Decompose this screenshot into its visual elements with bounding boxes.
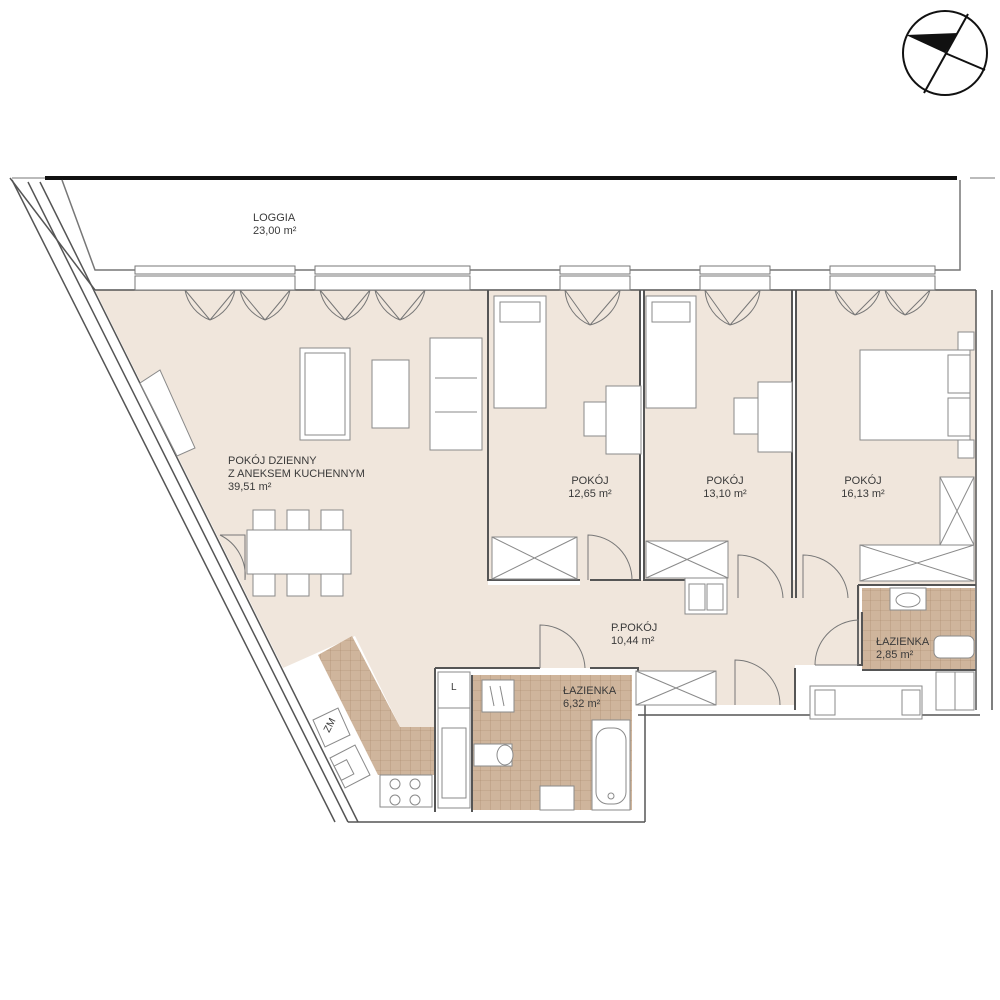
balcony-doors bbox=[184, 289, 931, 326]
loggia-area: 23,00 m² bbox=[253, 225, 297, 237]
kitchen-tiles bbox=[318, 636, 435, 775]
room3-area: 16,13 m² bbox=[841, 488, 885, 500]
living-furniture bbox=[139, 337, 483, 597]
room1-area: 12,65 m² bbox=[568, 488, 612, 500]
bathroom2-name: ŁAZIENKA bbox=[876, 636, 930, 648]
interior-doors bbox=[219, 534, 859, 706]
hall-furniture bbox=[635, 670, 923, 720]
kitchen-fixtures bbox=[312, 671, 471, 809]
room1-label: POKÓJ 12,65 m² bbox=[560, 475, 620, 501]
living-room-area: 39,51 m² bbox=[228, 481, 272, 493]
living-room-label: POKÓJ DZIENNY Z ANEKSEM KUCHENNYM 39,51 … bbox=[228, 455, 365, 494]
bathroom2-fixtures bbox=[889, 587, 975, 711]
room3-name: POKÓJ bbox=[844, 475, 882, 487]
bathroom2-area: 2,85 m² bbox=[876, 649, 914, 661]
bathroom1-label: ŁAZIENKA 6,32 m² bbox=[563, 685, 616, 711]
loggia-label: LOGGIA 23,00 m² bbox=[253, 212, 296, 238]
fridge-label: L bbox=[451, 682, 457, 693]
hall-label: P.POKÓJ 10,44 m² bbox=[611, 622, 657, 648]
windows bbox=[134, 265, 936, 291]
living-room-name-line2: Z ANEKSEM KUCHENNYM bbox=[228, 468, 365, 480]
hall-name: P.POKÓJ bbox=[611, 622, 658, 634]
loggia bbox=[12, 176, 995, 271]
room2-label: POKÓJ 13,10 m² bbox=[695, 475, 755, 501]
hall-area: 10,44 m² bbox=[611, 635, 655, 647]
room2-area: 13,10 m² bbox=[703, 488, 747, 500]
room1-furniture bbox=[491, 295, 642, 580]
compass-icon bbox=[902, 10, 988, 96]
room2-name: POKÓJ bbox=[706, 475, 744, 487]
room2-furniture bbox=[645, 295, 793, 615]
bathroom2-label: ŁAZIENKA 2,85 m² bbox=[876, 636, 929, 662]
bathroom1-name: ŁAZIENKA bbox=[563, 685, 617, 697]
room1-name: POKÓJ bbox=[571, 475, 609, 487]
bathroom1-fixtures bbox=[473, 679, 631, 811]
room3-label: POKÓJ 16,13 m² bbox=[833, 475, 893, 501]
room3-furniture bbox=[859, 331, 975, 582]
loggia-name: LOGGIA bbox=[253, 212, 296, 224]
bathroom1-area: 6,32 m² bbox=[563, 698, 601, 710]
living-room-name-line1: POKÓJ DZIENNY bbox=[228, 455, 317, 467]
